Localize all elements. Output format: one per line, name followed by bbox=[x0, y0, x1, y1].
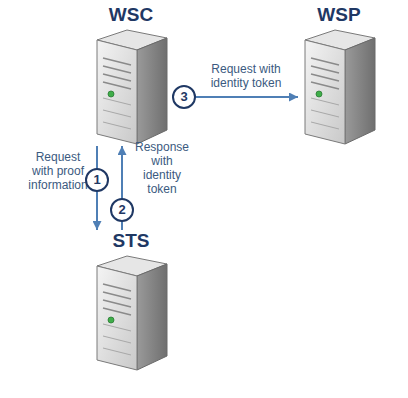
server-icon bbox=[299, 26, 379, 146]
server-name: WSC bbox=[109, 4, 153, 26]
server-node: WSC bbox=[90, 4, 172, 146]
edge-label: Response with identity token bbox=[132, 140, 192, 196]
callout-number: 2 bbox=[110, 198, 134, 222]
edge-label: Request with proof information bbox=[24, 150, 92, 192]
server-name: WSP bbox=[317, 4, 360, 26]
server-icon bbox=[91, 26, 171, 146]
server-name: STS bbox=[113, 230, 150, 252]
edge-label: Request with identity token bbox=[196, 62, 296, 90]
callout-number: 3 bbox=[172, 85, 196, 109]
server-node: WSP bbox=[298, 4, 380, 146]
callout-number: 1 bbox=[85, 168, 109, 192]
server-icon bbox=[91, 252, 171, 372]
server-node: STS bbox=[90, 230, 172, 372]
